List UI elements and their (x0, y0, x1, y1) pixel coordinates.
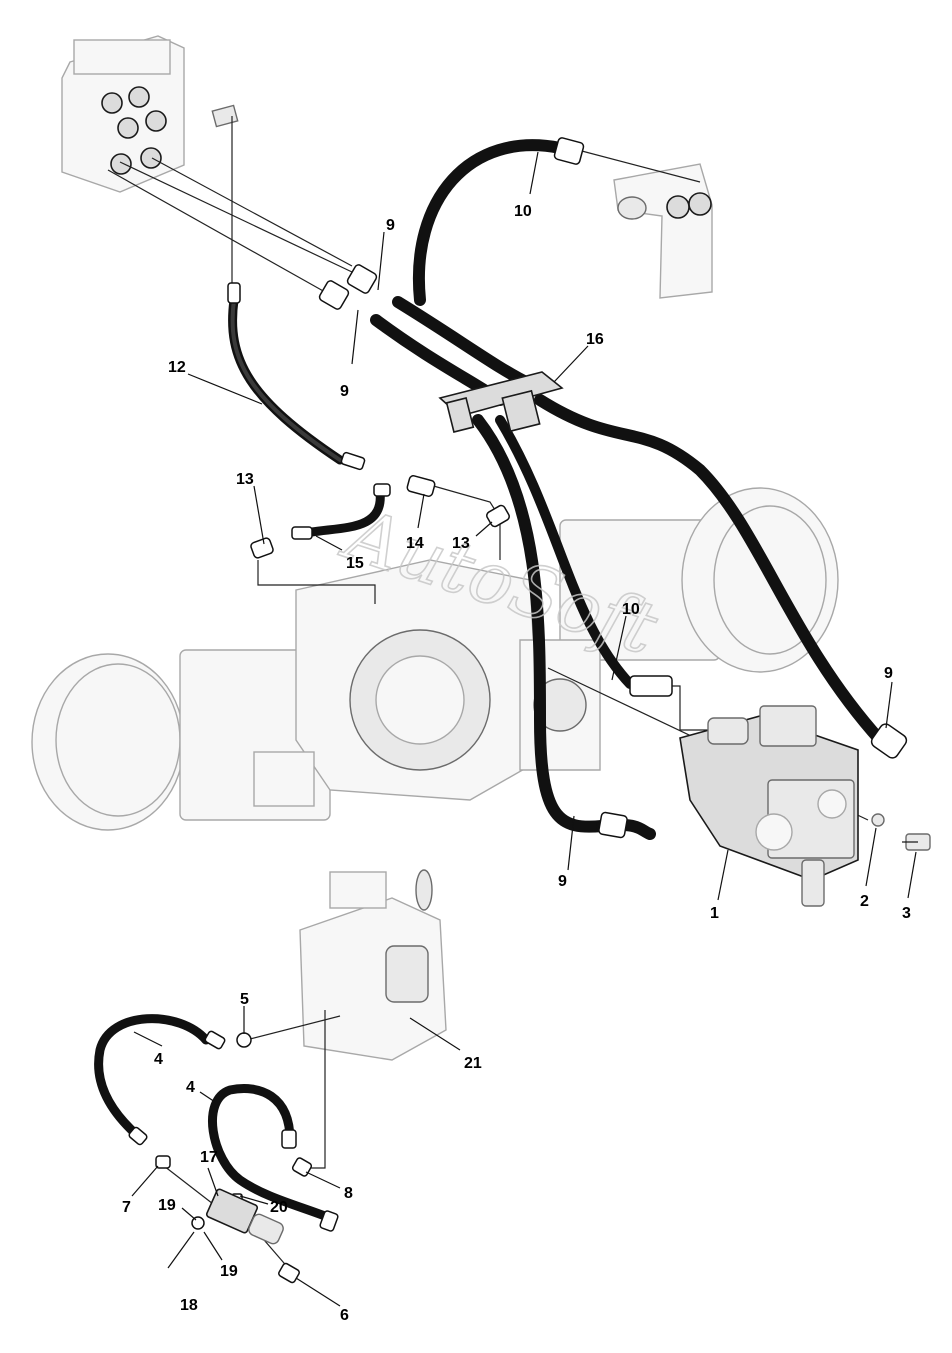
callout-9-bottom: 9 (558, 873, 567, 890)
drive-axle (31, 487, 839, 831)
callout-4-right: 4 (186, 1079, 195, 1096)
hose-clamp (438, 371, 564, 433)
callout-19-top: 19 (158, 1197, 176, 1214)
callout-17: 17 (200, 1149, 218, 1166)
callout-5: 5 (240, 991, 249, 1008)
callout-10-top: 10 (514, 203, 532, 220)
callout-18: 18 (180, 1297, 198, 1314)
callouts: 9 10 16 12 9 13 14 13 15 10 9 9 1 2 3 5 … (122, 203, 911, 1324)
callout-15: 15 (346, 555, 364, 572)
callout-13-right: 13 (452, 535, 470, 552)
callout-13-left: 13 (236, 471, 254, 488)
callout-2: 2 (860, 893, 869, 910)
callout-8: 8 (344, 1185, 353, 1202)
callout-3: 3 (902, 905, 911, 922)
brake-switch (205, 1188, 284, 1245)
callout-1: 1 (710, 905, 719, 922)
callout-9-right: 9 (884, 665, 893, 682)
callout-19-bottom: 19 (220, 1263, 238, 1280)
callout-21: 21 (464, 1055, 482, 1072)
callout-9-top: 9 (386, 217, 395, 234)
callout-6: 6 (340, 1307, 349, 1324)
top-right-valve-bracket (613, 163, 713, 299)
callout-12: 12 (168, 359, 186, 376)
callout-16: 16 (586, 331, 604, 348)
hydraulic-pump (679, 705, 931, 907)
callout-10-mid: 10 (622, 601, 640, 618)
leader-lines (131, 151, 917, 1307)
callout-7: 7 (122, 1199, 131, 1216)
valve-ports (101, 86, 167, 175)
callout-20: 20 (270, 1199, 288, 1216)
callout-9-left: 9 (340, 383, 349, 400)
callout-4-left: 4 (154, 1051, 163, 1068)
brake-valve-assembly (299, 869, 447, 1061)
control-valve-block (61, 35, 239, 193)
callout-14: 14 (406, 535, 424, 552)
